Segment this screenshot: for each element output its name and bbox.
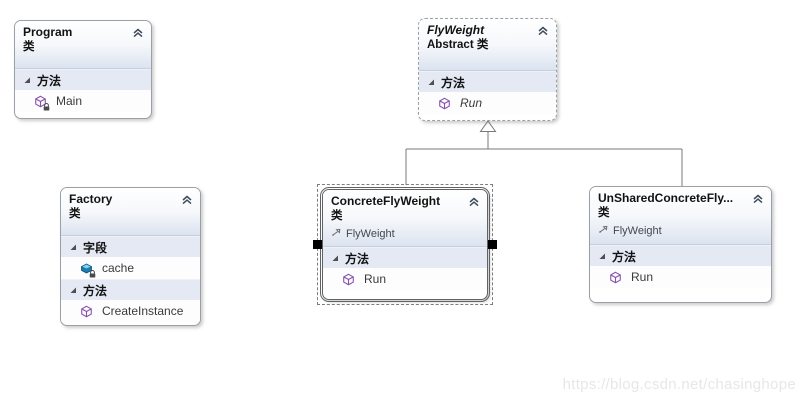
collapse-chevron-icon[interactable] [468,196,480,207]
selection-outline: ConcreteFlyWeight 类 FlyWeight 方法 [313,184,497,305]
class-header[interactable]: FlyWeight Abstract 类 [419,19,556,71]
member-name: cache [102,261,135,275]
class-title: Factory [69,192,113,206]
class-title: ConcreteFlyWeight [331,194,441,208]
member-name: Run [460,96,483,110]
base-type-name: FlyWeight [613,225,662,237]
section-expander-icon[interactable] [598,249,606,263]
member-name: Main [56,94,83,108]
class-stereotype: Abstract 类 [427,39,489,51]
class-header[interactable]: UnSharedConcreteFly... 类 FlyWeight [590,187,771,245]
member-name: Run [631,270,654,284]
class-title: UnSharedConcreteFly... [598,191,734,205]
inheritance-triangle-arrowhead [479,120,497,132]
class-header[interactable]: ConcreteFlyWeight 类 FlyWeight [323,190,487,247]
lock-icon [89,269,96,278]
public-method-icon [609,271,622,284]
section-label: 字段 [83,240,108,255]
selection-handle-right[interactable] [488,239,497,249]
class-header[interactable]: Program 类 [15,21,151,69]
collapse-chevron-icon[interactable] [132,27,144,38]
class-header[interactable]: Factory 类 [61,188,200,236]
class-stereotype: 类 [598,207,610,219]
member-name: Run [364,272,387,286]
member-row[interactable]: Run [590,266,771,288]
member-name: CreateInstance [102,304,184,318]
class-box-flyweight[interactable]: FlyWeight Abstract 类 方法 Run [418,18,557,121]
class-box-unsharedconcreteflyweight[interactable]: UnSharedConcreteFly... 类 FlyWeight 方法 [589,186,772,303]
class-title: Program [23,25,73,39]
class-stereotype: 类 [69,208,81,220]
section-label: 方法 [37,73,62,88]
class-title: FlyWeight [427,23,485,37]
base-type-row: FlyWeight [331,227,479,241]
inheritance-connector-lines [405,131,683,187]
public-method-icon [342,273,355,286]
public-method-icon [80,305,93,318]
member-row[interactable]: Run [419,92,556,114]
section-expander-icon[interactable] [23,73,31,87]
section-header-methods[interactable]: 方法 [419,71,556,92]
member-row[interactable]: cache [61,257,200,279]
section-header-methods[interactable]: 方法 [590,245,771,266]
class-box-factory[interactable]: Factory 类 字段 cache [60,187,201,326]
selection-handle-left[interactable] [313,239,322,249]
public-method-icon [438,97,451,110]
private-method-icon [34,95,50,111]
section-label: 方法 [83,283,108,298]
section-header-methods[interactable]: 方法 [323,247,487,268]
section-label: 方法 [441,75,466,90]
class-box-program[interactable]: Program 类 方法 Main [14,20,152,119]
base-type-row: FlyWeight [598,224,763,238]
base-type-name: FlyWeight [346,228,395,240]
class-stereotype: 类 [331,210,343,222]
watermark: https://blog.csdn.net/chasinghope [562,376,796,393]
section-expander-icon[interactable] [69,283,77,297]
member-row[interactable]: Run [323,268,487,290]
section-expander-icon[interactable] [69,240,77,254]
collapse-chevron-icon[interactable] [752,193,764,204]
section-label: 方法 [612,249,637,264]
inherits-arrow-icon [598,224,608,238]
section-label: 方法 [345,251,370,266]
section-header-methods[interactable]: 方法 [15,69,151,90]
member-row[interactable]: Main [15,90,151,112]
section-expander-icon[interactable] [331,251,339,265]
collapse-chevron-icon[interactable] [181,194,193,205]
section-header-fields[interactable]: 字段 [61,236,200,257]
collapse-chevron-icon[interactable] [537,25,549,36]
private-field-icon [80,262,96,278]
member-row[interactable]: CreateInstance [61,300,200,322]
class-stereotype: 类 [23,41,35,53]
section-header-methods[interactable]: 方法 [61,279,200,300]
section-expander-icon[interactable] [427,75,435,89]
inherits-arrow-icon [331,227,341,241]
class-box-concreteflyweight[interactable]: ConcreteFlyWeight 类 FlyWeight 方法 [320,187,490,302]
lock-icon [43,102,50,111]
